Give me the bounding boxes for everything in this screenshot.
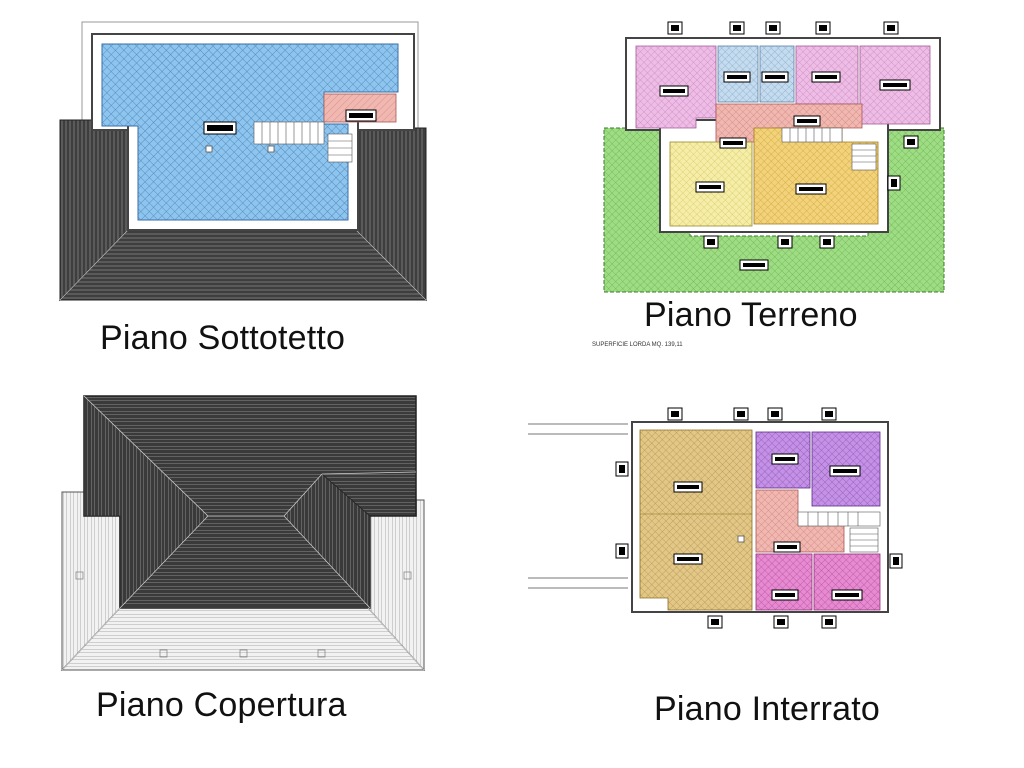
caption-copertura: Piano Copertura — [96, 686, 347, 724]
plan-terreno — [603, 21, 945, 293]
caption-terreno: Piano Terreno — [644, 296, 858, 334]
caption-sottotetto: Piano Sottotetto — [100, 319, 346, 357]
plan-sottotetto — [58, 21, 428, 302]
plan-interrato — [528, 407, 903, 629]
plan-copertura — [60, 395, 426, 672]
caption-interrato: Piano Interrato — [654, 690, 881, 728]
surface-note: SUPERFICIE LORDA MQ. 139,11 — [592, 342, 683, 348]
